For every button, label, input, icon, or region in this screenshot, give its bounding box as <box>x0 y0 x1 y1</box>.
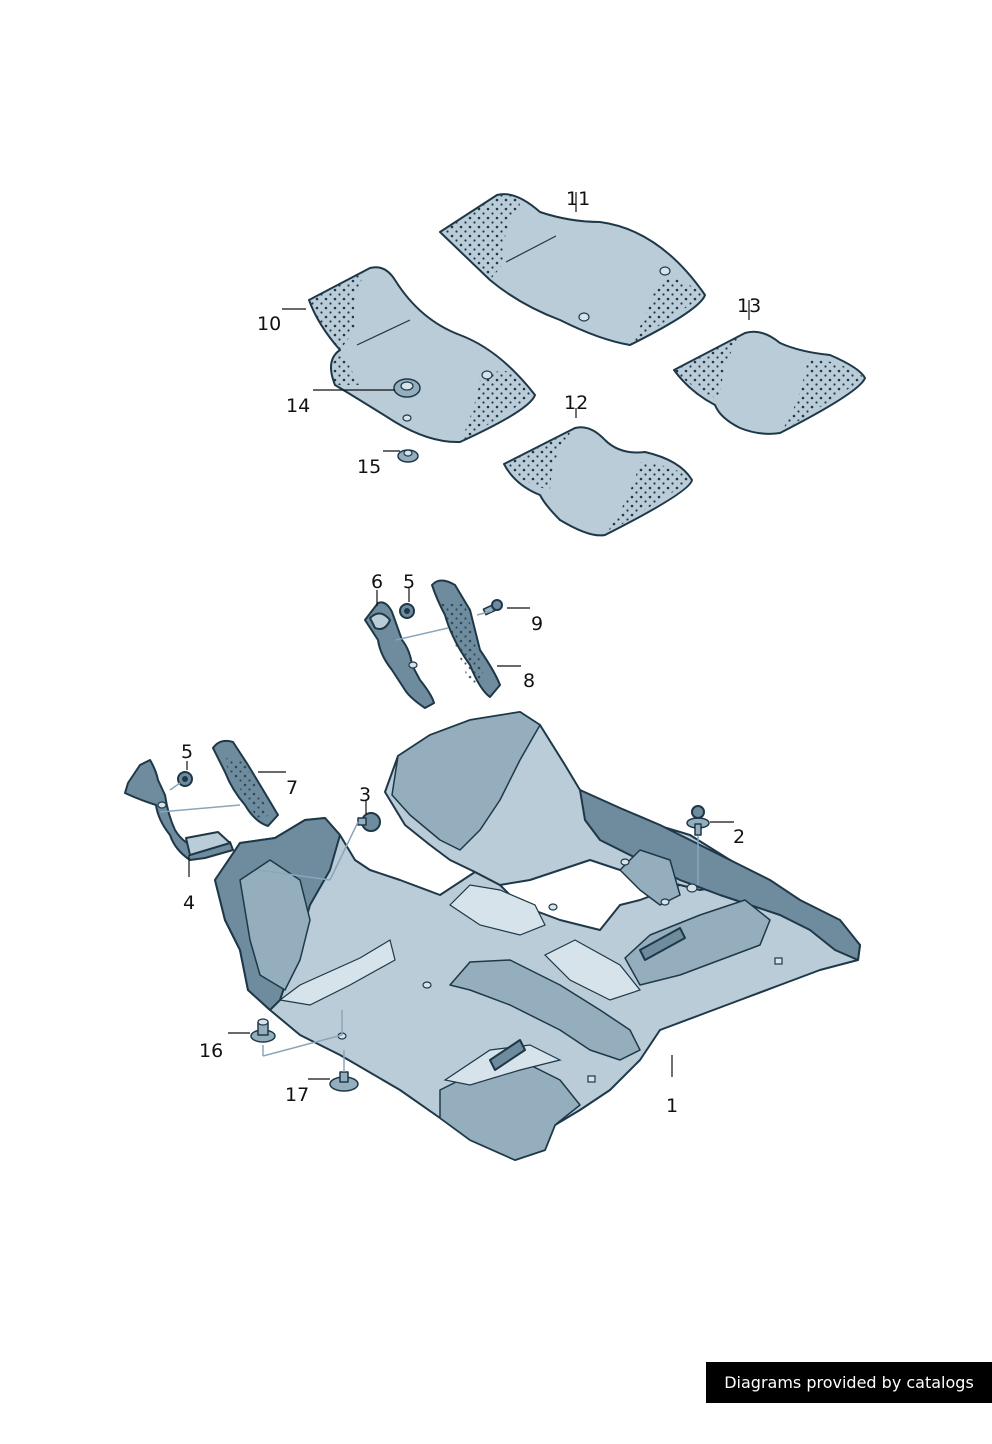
callout-16: 16 <box>199 1040 223 1062</box>
clip-2 <box>686 805 710 836</box>
callout-11: 11 <box>566 188 590 210</box>
nut-5-upper <box>399 603 415 619</box>
callout-6: 6 <box>371 571 383 593</box>
floor-mat-front-left <box>308 266 536 444</box>
fastener-17 <box>329 1071 359 1092</box>
callout-15: 15 <box>357 456 381 478</box>
leader-lines <box>186 192 750 1080</box>
bracket-4 <box>124 759 234 861</box>
floor-mat-rear-left <box>503 426 693 537</box>
callout-14: 14 <box>286 395 310 417</box>
parts-diagram: 11 10 13 14 12 15 6 5 9 8 5 7 3 2 4 16 1… <box>124 188 866 1161</box>
credit-banner: Diagrams provided by catalogs parts <box>706 1362 992 1433</box>
callout-5-lower: 5 <box>181 741 193 763</box>
floor-fastener-15 <box>397 449 419 463</box>
heel-pad-7 <box>212 739 279 827</box>
floor-carpet-1 <box>214 711 861 1161</box>
floor-mat-rear-right <box>673 330 866 435</box>
callout-13: 13 <box>737 295 761 317</box>
callout-10: 10 <box>257 313 281 335</box>
callout-7: 7 <box>286 777 298 799</box>
callout-4: 4 <box>183 892 195 914</box>
nut-5-lower <box>177 771 193 787</box>
fastener-16 <box>250 1018 276 1043</box>
mat-retainer-clip-14 <box>393 378 421 398</box>
callout-1: 1 <box>666 1095 678 1117</box>
bracket-6 <box>364 601 435 709</box>
clip-3 <box>357 812 381 832</box>
heel-pad-8 <box>431 579 501 698</box>
callout-17: 17 <box>285 1084 309 1106</box>
callout-8: 8 <box>523 670 535 692</box>
callout-9: 9 <box>531 613 543 635</box>
floor-mat-front-right <box>439 193 706 346</box>
callout-12: 12 <box>564 392 588 414</box>
callout-5-upper: 5 <box>403 571 415 593</box>
callout-3: 3 <box>359 784 371 806</box>
callout-2: 2 <box>733 826 745 848</box>
